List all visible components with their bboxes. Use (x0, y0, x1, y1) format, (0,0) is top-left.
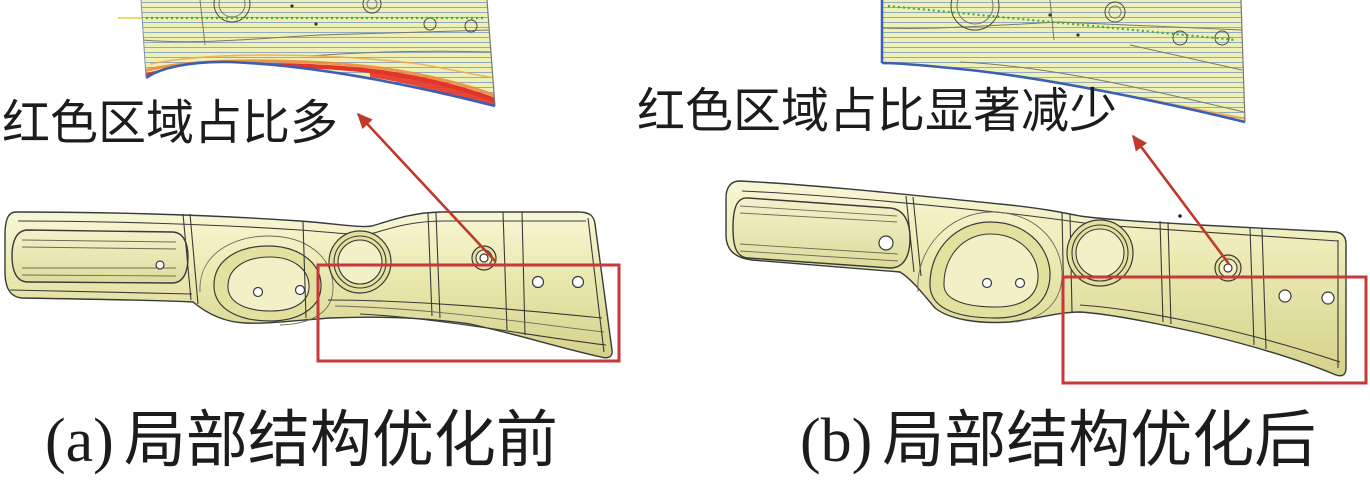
feature-edge-line (199, 0, 206, 46)
annotation-text-after: 红色区域占比显著减少 (637, 85, 1118, 138)
trace-line (887, 4, 1237, 42)
section-edge-line (182, 213, 192, 301)
small-boss-hole (479, 253, 489, 263)
highlight-box-after (1061, 275, 1368, 385)
flange-edge-line (9, 289, 193, 295)
feature-edge-line (141, 29, 491, 43)
stiffening-slot (732, 197, 911, 269)
slot-edge-line (739, 212, 898, 223)
mounting-hole (571, 275, 585, 289)
section-edge-line (1261, 228, 1267, 350)
slot-edge-line (21, 239, 177, 243)
embossed-pad-ring (199, 235, 334, 326)
caution-zone (149, 54, 495, 79)
hole-outline (366, 0, 378, 10)
hole-outline (362, 0, 382, 14)
small-boss-hole (1223, 263, 1233, 273)
forming-edge (486, 0, 496, 107)
pad-hole (1014, 277, 1026, 289)
part-model-after (725, 180, 1347, 377)
annotation-text-before: 红色区域占比多 (2, 97, 339, 150)
circular-boss-top (1075, 228, 1125, 278)
panel-caption-after: (b)局部结构优化后 (800, 410, 1316, 472)
panel-caption-before: (a)局部结构优化前 (45, 410, 558, 472)
panel-tag: (a) (45, 407, 114, 475)
hole-outline (1104, 1, 1126, 23)
highlight-box-before (316, 263, 621, 363)
embossed-pad-top (227, 256, 310, 312)
locating-hole (878, 235, 894, 251)
annotation-arrow-before (356, 112, 497, 263)
slot-edge-line (739, 250, 899, 262)
feature-edge-line (1129, 44, 1243, 71)
panel-caption-text: 局部结构优化前 (123, 407, 558, 475)
locating-hole (155, 260, 165, 270)
hole-outline (1108, 5, 1122, 19)
section-edge-line (521, 211, 526, 336)
slot-edge-line (739, 205, 898, 217)
forming-boundary (145, 60, 496, 108)
pad-hole (252, 286, 264, 298)
marker-dot (1178, 214, 1182, 218)
crease-line (327, 299, 603, 319)
mounting-hole (1321, 291, 1335, 305)
pad-hole (294, 284, 306, 296)
section-edge-line (1249, 227, 1255, 346)
pad-hole (981, 277, 993, 289)
section-edge-line (502, 211, 508, 331)
section-edge-line (912, 196, 922, 277)
section-edge-line (1167, 221, 1172, 325)
mounting-hole (1278, 289, 1292, 303)
circular-boss-ring (1071, 224, 1129, 282)
boss-outline (213, 0, 251, 23)
crease-line (359, 313, 607, 346)
forming-boundary (881, 61, 1246, 124)
hole-outline (464, 19, 478, 33)
forming-edge (1240, 0, 1246, 123)
boss-outline (956, 0, 994, 25)
circular-boss-ring (333, 235, 387, 289)
marker-dot (314, 22, 318, 26)
annotation-arrow-after (1131, 134, 1231, 265)
feature-edge-line (1049, 0, 1055, 41)
forming-edge (140, 0, 147, 79)
panel-tag: (b) (800, 407, 873, 475)
mounting-hole (531, 275, 545, 289)
embossed-pad-ring (917, 211, 1063, 323)
flange-edge-line (1079, 304, 1341, 363)
slot-edge-line (21, 246, 177, 250)
section-edge-line (1159, 220, 1164, 323)
hole-outline (1214, 30, 1230, 46)
embossed-pad-top (943, 233, 1039, 308)
marker-dot (1076, 33, 1080, 37)
panel-caption-text: 局部结构优化后 (882, 407, 1317, 475)
flange-edge-line (741, 190, 1339, 242)
crease-line (334, 305, 605, 333)
section-edge-line (189, 213, 199, 305)
slot-edge-line (21, 274, 177, 277)
part-model-before (4, 211, 613, 359)
flange-edge-line (17, 220, 586, 235)
hole-outline (423, 17, 437, 31)
feature-edge-line (959, 61, 1245, 113)
end-edge-line (587, 217, 605, 353)
marker-dot (290, 4, 294, 8)
section-edge-line (905, 195, 915, 273)
section-edge-line (302, 221, 307, 319)
feature-edge-line (309, 50, 493, 57)
hole-outline (1172, 30, 1188, 46)
circular-boss-top (337, 239, 383, 285)
marker-dot (1048, 13, 1052, 17)
boss-outline (950, 0, 1000, 31)
slot-edge-line (739, 243, 899, 255)
